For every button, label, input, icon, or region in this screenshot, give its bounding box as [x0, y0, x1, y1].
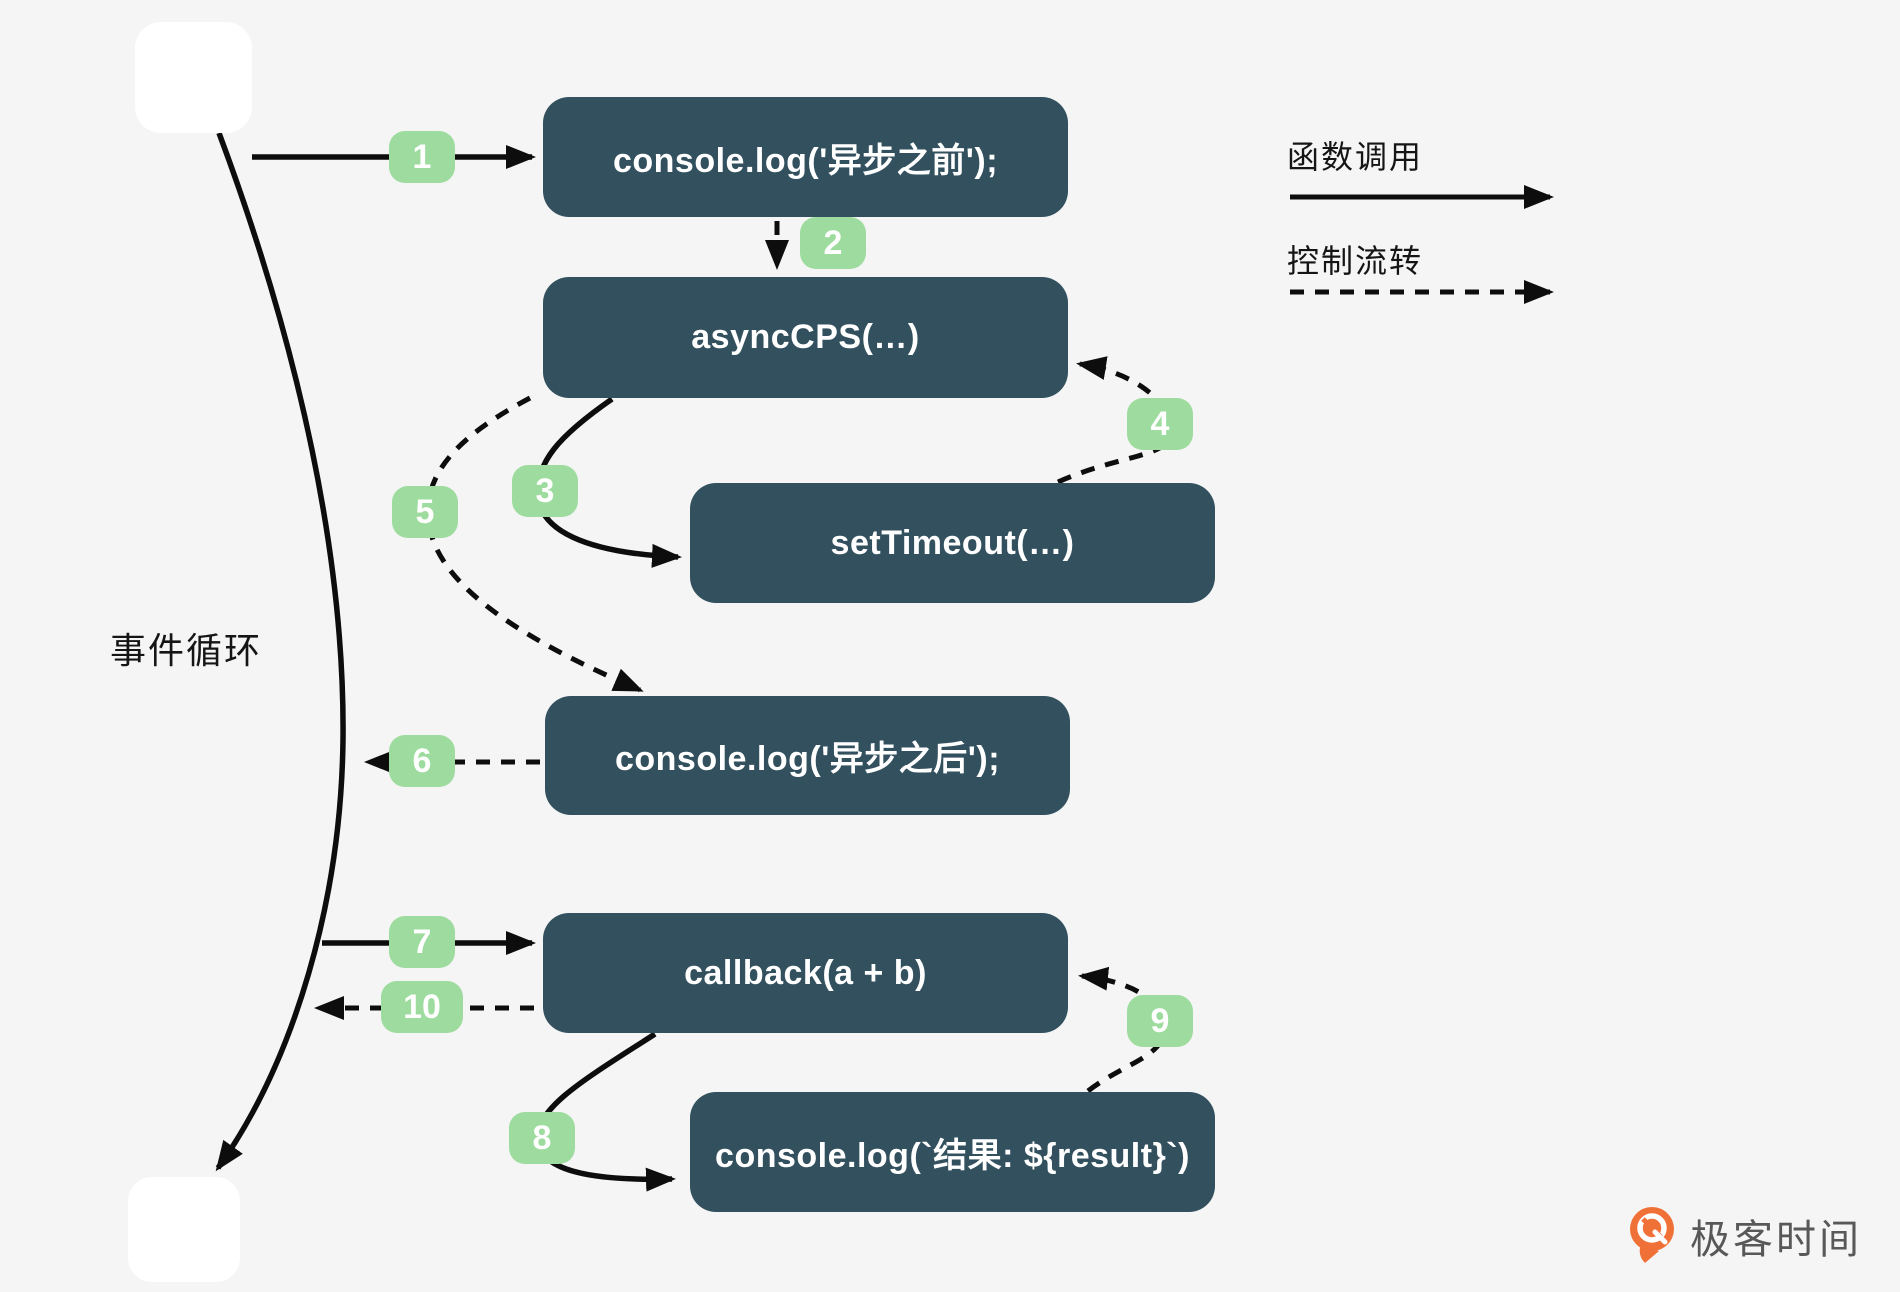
event-loop-end-node	[128, 1177, 240, 1282]
step-badge-2: 2	[800, 217, 866, 269]
node-log-before: console.log('异步之前');	[543, 97, 1068, 217]
legend-control-flow-label: 控制流转	[1287, 243, 1424, 279]
node-log-result: console.log(`结果: ${result}`)	[690, 1092, 1215, 1212]
step-badge-6: 6	[389, 735, 455, 787]
legend-function-call-label: 函数调用	[1287, 139, 1424, 175]
node-log-after: console.log('异步之后');	[545, 696, 1070, 815]
step-badge-7: 7	[389, 916, 455, 968]
brand-watermark: 极客时间	[1628, 1206, 1862, 1266]
event-loop-label: 事件循环	[110, 630, 263, 671]
step-badge-1: 1	[389, 131, 455, 183]
step-badge-8: 8	[509, 1112, 575, 1164]
geektime-logo-icon	[1630, 1207, 1674, 1263]
step-badge-3: 3	[512, 465, 578, 517]
step-badge-5: 5	[392, 486, 458, 538]
step-badge-10: 10	[381, 981, 463, 1033]
event-loop-start-node	[135, 22, 252, 133]
step-badge-4: 4	[1127, 398, 1193, 450]
node-async-cps: asyncCPS(…)	[543, 277, 1068, 398]
event-loop-curve	[215, 132, 346, 1172]
step-badge-9: 9	[1127, 995, 1193, 1047]
node-set-timeout: setTimeout(…)	[690, 483, 1215, 603]
node-callback: callback(a + b)	[543, 913, 1068, 1033]
arrow-flow-5	[425, 395, 644, 693]
brand-watermark-text: 极客时间	[1690, 1218, 1862, 1262]
